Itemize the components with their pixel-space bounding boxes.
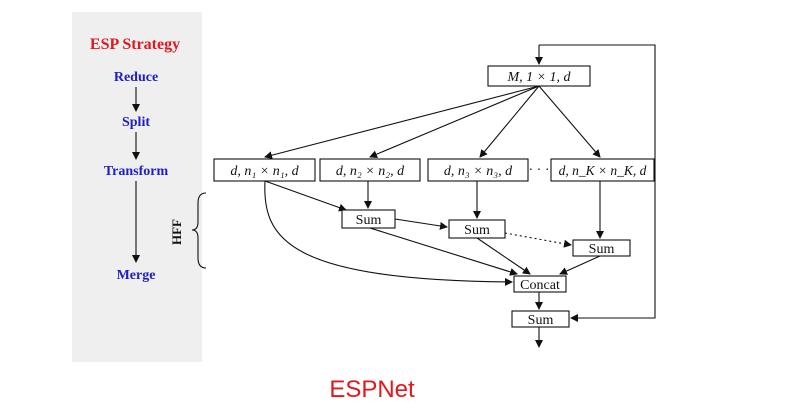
edge-sum1-sum2	[394, 218, 448, 230]
edge-reduce-branch2	[369, 85, 540, 158]
branch-node-k-label: d, n_K × n_K, d	[559, 163, 647, 178]
branch-ellipsis: · · ·	[529, 163, 550, 178]
edge-sum1-concat	[369, 227, 518, 276]
sum-output-node: Sum	[511, 310, 570, 328]
sum-node-k: Sum	[572, 239, 631, 257]
sum-node-k-label: Sum	[589, 242, 615, 257]
edge-reduce-branch1	[264, 85, 540, 160]
hff-brace	[191, 192, 207, 269]
sum-node-1-label: Sum	[356, 213, 382, 228]
sum-node-2: Sum	[448, 219, 506, 239]
concat-node: Concat	[513, 275, 567, 293]
edge-reduce-branch3	[479, 85, 540, 158]
strategy-title: ESP Strategy	[90, 36, 180, 53]
step-reduce: Reduce	[114, 70, 158, 85]
edge-skip-residual	[539, 44, 656, 322]
edge-branch1-concat	[264, 180, 513, 286]
branch-node-2: d, n₂ × n₂, d	[319, 158, 421, 182]
concat-node-label: Concat	[520, 278, 560, 293]
step-transform: Transform	[104, 164, 169, 179]
edge-branch1-sum1	[264, 180, 347, 212]
step-split: Split	[122, 115, 150, 130]
reduce-node-label: M, 1 × 1, d	[506, 70, 571, 85]
sum-node-2-label: Sum	[464, 223, 490, 238]
edge-sumK-concat	[559, 255, 601, 275]
hff-label: HFF	[169, 219, 184, 245]
sum-node-1: Sum	[341, 209, 396, 229]
edge-sum2-sumK	[504, 232, 572, 248]
branch-node-1: d, n₁ × n₁, d	[213, 158, 316, 182]
reduce-node: M, 1 × 1, d	[487, 65, 591, 87]
caption: ESPNet	[329, 376, 415, 403]
sum-output-node-label: Sum	[528, 313, 554, 328]
step-merge: Merge	[117, 268, 156, 283]
branch-node-3: d, n₃ × n₃, d	[427, 158, 529, 182]
branch-node-2-label: d, n₂ × n₂, d	[336, 164, 405, 179]
edge-reduce-branchK	[538, 85, 601, 158]
branch-node-1-label: d, n₁ × n₁, d	[230, 164, 299, 179]
branch-node-k: d, n_K × n_K, d	[550, 158, 655, 182]
edge-sum2-concat	[476, 237, 531, 275]
strategy-panel	[72, 12, 202, 362]
branch-node-3-label: d, n₃ × n₃, d	[444, 164, 513, 179]
